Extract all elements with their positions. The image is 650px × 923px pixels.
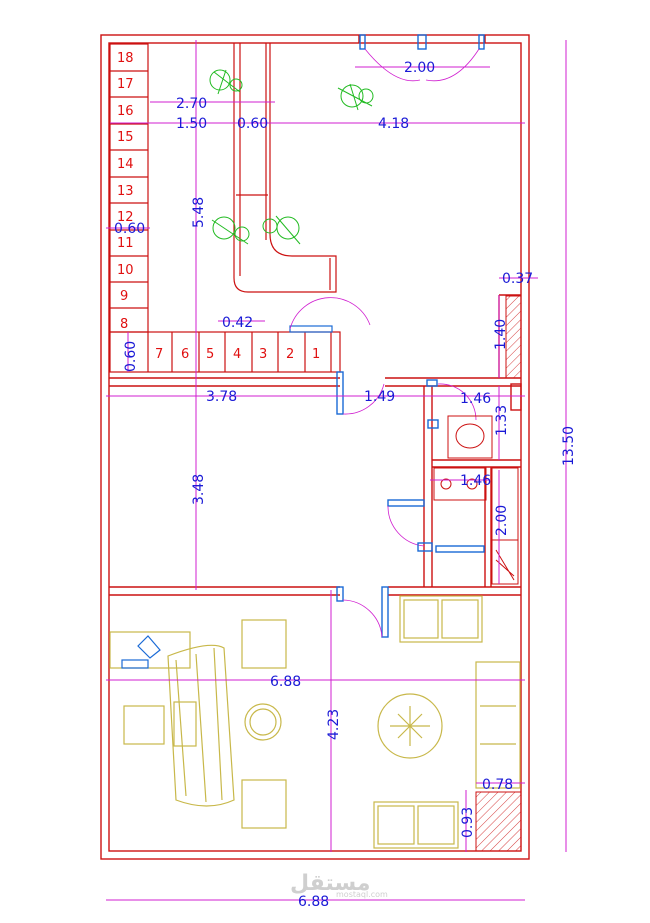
dim-seat-gap: 0.42 bbox=[222, 315, 253, 331]
chair-number-11: 11 bbox=[117, 236, 134, 251]
dimension-labels: 2.00 2.70 1.50 0.60 4.18 5.48 0.60 0.60 … bbox=[114, 60, 577, 910]
outer-wall bbox=[100, 34, 530, 860]
dim-kitchen-depth: 2.00 bbox=[494, 505, 510, 536]
dim-entrance-door: 2.00 bbox=[404, 60, 435, 76]
plant-icon bbox=[209, 69, 374, 245]
dim-wc-depth: 1.33 bbox=[494, 405, 510, 436]
entrance-doors bbox=[359, 34, 485, 82]
chair-number-14: 14 bbox=[117, 157, 134, 172]
inner-wall-line bbox=[108, 42, 522, 852]
watermark-url: mostaql.com bbox=[336, 890, 388, 899]
chair-number-16: 16 bbox=[117, 104, 134, 119]
hall-door bbox=[289, 297, 371, 333]
dim-wc-width: 1.46 bbox=[460, 391, 491, 407]
chair-number-5: 5 bbox=[206, 347, 214, 362]
dim-middle-room-width: 3.78 bbox=[206, 389, 237, 405]
chair-number-13: 13 bbox=[117, 184, 134, 199]
dim-closet-width: 0.78 bbox=[482, 777, 513, 793]
chair-number-2: 2 bbox=[286, 347, 294, 362]
dim-counter-gap: 0.60 bbox=[237, 116, 268, 132]
chairs-group bbox=[109, 43, 341, 373]
chair-number-18: 18 bbox=[117, 51, 134, 66]
dim-kitchen-width: 1.46 bbox=[460, 473, 491, 489]
chair-number-7: 7 bbox=[155, 347, 163, 362]
dim-corridor-length: 1.40 bbox=[493, 319, 509, 350]
dim-hall-depth: 5.48 bbox=[191, 197, 207, 228]
wall-fixture bbox=[510, 383, 522, 411]
corridor-hatch bbox=[505, 295, 522, 379]
chair-number-4: 4 bbox=[233, 347, 241, 362]
dimension-lines bbox=[106, 40, 567, 901]
chair-number-15: 15 bbox=[117, 130, 134, 145]
dim-office-depth: 4.23 bbox=[326, 709, 342, 740]
dim-left-seating: 1.50 bbox=[176, 116, 207, 132]
chair-number-9: 9 bbox=[120, 289, 128, 304]
dim-total-width: 6.88 bbox=[298, 894, 329, 910]
chair-number-6: 6 bbox=[181, 347, 189, 362]
dim-total-height: 13.50 bbox=[561, 426, 577, 466]
chair-number-17: 17 bbox=[117, 77, 134, 92]
dim-closet-depth: 0.93 bbox=[460, 807, 476, 838]
office-furniture bbox=[109, 595, 521, 849]
closet-hatch bbox=[475, 791, 522, 852]
dim-corridor-width: 0.37 bbox=[502, 271, 533, 287]
middle-doors bbox=[336, 371, 485, 638]
dim-office-width: 6.88 bbox=[270, 674, 301, 690]
dim-seat-depth-bottom: 0.60 bbox=[123, 341, 139, 372]
chair-number-3: 3 bbox=[259, 347, 267, 362]
chair-number-1: 1 bbox=[312, 347, 320, 362]
watermark-logo: مستقل mostaql.com bbox=[290, 871, 388, 899]
dim-seat-depth-side: 0.60 bbox=[114, 221, 145, 237]
chair-number-12: 12 bbox=[117, 210, 134, 225]
chair-number-10: 10 bbox=[117, 263, 134, 278]
dim-right-space: 4.18 bbox=[378, 116, 409, 132]
bathroom-fixtures bbox=[433, 415, 519, 585]
watermark-logo-text: مستقل bbox=[290, 871, 370, 896]
chair-numbers: 1 2 3 4 5 6 7 8 9 10 11 12 13 14 15 16 1… bbox=[117, 51, 320, 362]
dim-middle-room-depth: 3.48 bbox=[191, 474, 207, 505]
chair-number-8: 8 bbox=[120, 317, 128, 332]
counter bbox=[233, 43, 337, 293]
dim-passage: 1.49 bbox=[364, 389, 395, 405]
dim-counter-run: 2.70 bbox=[176, 96, 207, 112]
walls bbox=[100, 34, 530, 860]
